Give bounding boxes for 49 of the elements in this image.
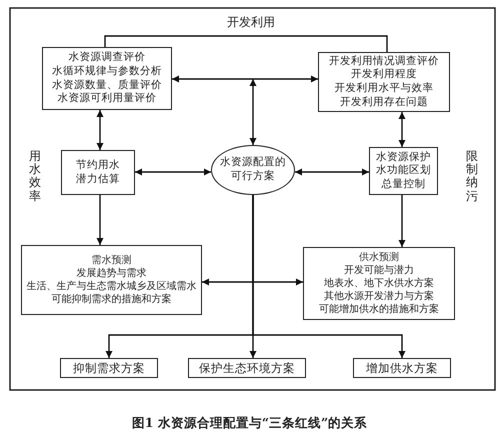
connector-arrow	[96, 195, 104, 245]
box-text: 可能增加供水的措施和方案	[319, 303, 439, 316]
process-box	[21, 245, 202, 315]
box-text: 水资源保护	[376, 150, 431, 164]
box-text: 生活、生产与生态需水城乡及区域需水	[26, 280, 196, 293]
process-box	[318, 52, 450, 112]
process-box	[42, 47, 172, 110]
box-text: 开发利用程度	[351, 68, 417, 82]
box-heading: 需水预测	[92, 254, 132, 267]
box-text: 地表水、地下水供水方案	[324, 277, 434, 290]
box-text: 水资源配置的	[220, 156, 286, 170]
box-text: 水功能区划	[376, 164, 431, 178]
connector-arrow	[398, 112, 406, 147]
box-text: 总量控制	[382, 178, 426, 192]
box-text: 保护生态环境方案	[199, 360, 295, 376]
box-text: 水循环规律与参数分析	[52, 64, 162, 78]
plan-box	[188, 358, 306, 378]
connector-arrow	[250, 79, 256, 145]
box-text: 增加供水方案	[366, 360, 438, 376]
figure-caption: 图1 水资源合理配置与“三条红线”的关系	[130, 415, 368, 432]
connector-arrow	[96, 110, 104, 150]
box-text: 节约用水	[76, 158, 120, 172]
side-label: 用水效率	[29, 150, 41, 203]
box-text: 开发可能与潜力	[344, 264, 414, 277]
connector-arrow	[135, 168, 211, 176]
box-text: 其他水源开发潜力与方案	[324, 290, 434, 303]
box-text: 水资源调查评价	[68, 51, 146, 65]
box-text: 开发利用水平与效率	[334, 82, 434, 96]
box-text: 可能抑制需求的措施和方案	[52, 293, 172, 306]
process-box	[369, 147, 438, 195]
box-text: 水资源数量、质量评价	[52, 78, 162, 92]
box-text: 开发利用情况调查评价	[329, 54, 439, 68]
connector-arrow	[172, 76, 318, 82]
process-box	[61, 150, 135, 195]
plan-box	[353, 358, 451, 378]
connector-arrow	[398, 195, 406, 247]
box-text: 水资源可利用量评价	[58, 92, 156, 106]
box-heading: 供水预测	[359, 251, 399, 264]
process-box	[303, 247, 455, 320]
plan-box	[60, 358, 158, 378]
box-text: 发展趋势与需求	[76, 267, 146, 280]
side-label: 限制纳污	[466, 150, 478, 203]
section-heading: 开发利用	[227, 14, 275, 31]
box-text: 潜力估算	[76, 172, 120, 186]
box-text: 开发利用存在问题	[340, 96, 428, 110]
box-text: 抑制需求方案	[73, 360, 145, 376]
connector-arrow	[295, 168, 369, 176]
connector-arrow	[252, 195, 406, 358]
box-text: 可行方案	[231, 170, 275, 184]
